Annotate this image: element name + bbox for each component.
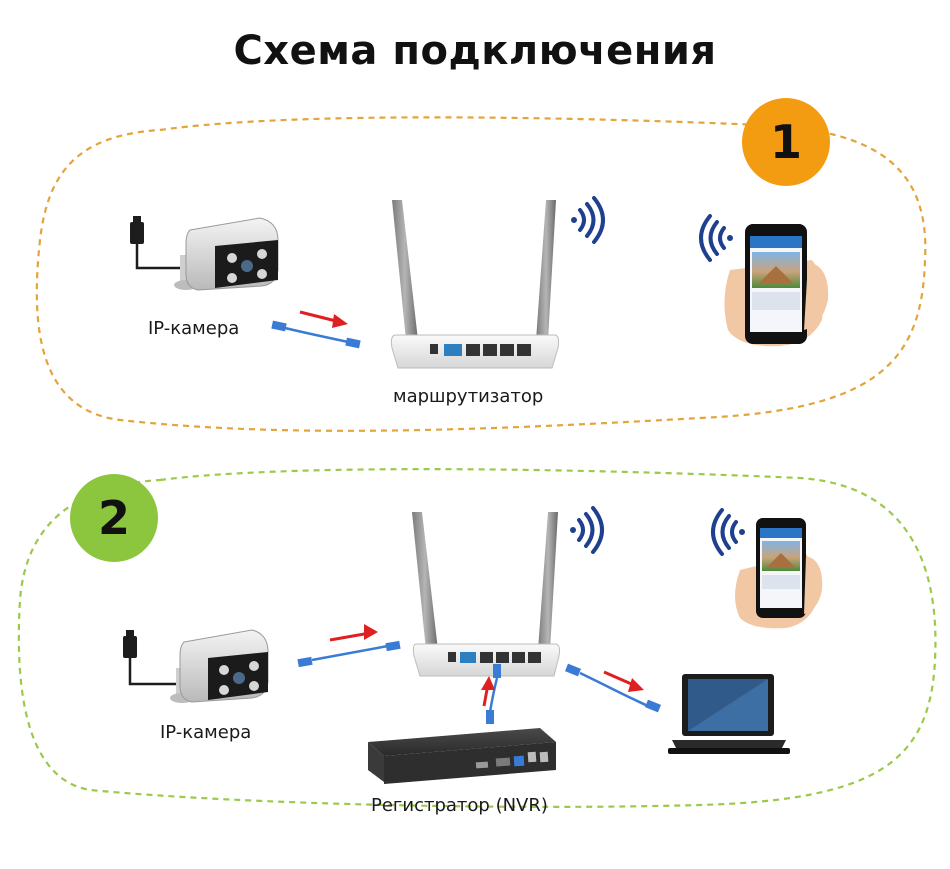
power-adapter-icon: [130, 216, 185, 270]
wifi-signal-icon: [711, 508, 745, 556]
page-title: Схема подключения: [233, 28, 717, 74]
wifi-signal-icon: [570, 506, 604, 554]
scheme1-router-label: маршрутизатор: [393, 386, 544, 407]
ethernet-cable-icon: [486, 664, 501, 724]
scheme1-number: 1: [769, 115, 802, 169]
nvr-icon: [368, 728, 556, 784]
arrow-icon: [481, 676, 495, 707]
scheme2-camera-label: IP-камера: [160, 722, 252, 743]
scheme2-nvr-label: Регистратор (NVR): [371, 795, 548, 816]
router-icon: [390, 200, 560, 369]
ethernet-cable-icon: [271, 320, 361, 349]
wifi-signal-icon: [699, 214, 733, 262]
ethernet-cable-icon: [297, 640, 401, 668]
scheme2-boundary: [17, 468, 937, 808]
arrow-icon: [329, 624, 378, 642]
router-icon: [412, 512, 561, 677]
wifi-signal-icon: [571, 196, 605, 244]
power-adapter-icon: [123, 630, 178, 686]
scheme1-number-badge: 1: [742, 98, 830, 186]
smartphone-icon: [724, 224, 829, 347]
arrow-icon: [299, 310, 348, 328]
scheme2-number: 2: [97, 491, 130, 545]
scheme2-number-badge: 2: [70, 474, 158, 562]
ip-camera-icon: [174, 217, 279, 291]
scheme1-camera-label: IP-камера: [148, 318, 240, 339]
laptop-icon: [668, 674, 790, 754]
ip-camera-icon: [170, 629, 269, 703]
arrow-icon: [603, 670, 644, 692]
scheme1-boundary: [35, 116, 927, 432]
smartphone-icon: [735, 518, 823, 629]
ethernet-cable-icon: [565, 663, 661, 713]
